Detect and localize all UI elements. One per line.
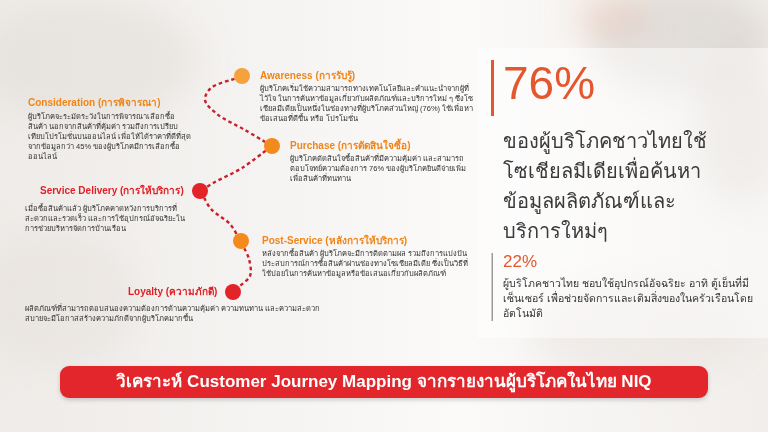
stat-percent: 22% [503,252,537,272]
journey-path [205,79,265,142]
stat-description: ผู้บริโภคชาวไทย ชอบใช้อุปกรณ์อัจฉริยะ อา… [503,276,753,321]
stage-description: ผู้บริโภคจะระมัดระวังในการพิจารณาเลือกซื… [28,112,193,162]
stat-description: ของผู้บริโภคชาวไทยใช้ โซเชียลมีเดียเพื่อ… [503,126,708,246]
stage-description: ผลิตภัณฑ์ที่สามารถตอบสนองความต้องการด้าน… [25,304,325,324]
stat-percent: 76% [503,58,595,108]
photo-blur [0,230,140,370]
journey-path [204,198,236,234]
stage-heading: Awareness (การรับรู้) [260,69,355,83]
photo-detail [570,0,650,35]
accent-bar [492,253,494,321]
stage-marker: Post-Service (หลังการให้บริการ)หลังจากซื… [233,233,249,249]
stage-marker: Service Delivery (การให้บริการ)เมื่อซื้อ… [192,183,208,199]
stage-heading: Post-Service (หลังการให้บริการ) [262,234,407,248]
stage-description: เมื่อซื้อสินค้าแล้ว ผู้บริโภคคาดหวังการบ… [25,204,190,234]
stage-marker: Purchase (การตัดสินใจซื้อ)ผู้บริโภคตัดสิ… [264,138,280,154]
journey-path [207,151,266,187]
stage-description: หลังจากซื้อสินค้า ผู้บริโภคจะมีการติดตาม… [262,249,474,279]
stage-heading: Consideration (การพิจารณา) [28,96,161,110]
title-banner: วิเคราะห์ Customer Journey Mapping จากรา… [60,366,708,398]
stage-heading: Purchase (การตัดสินใจซื้อ) [290,139,410,153]
stage-description: ผู้บริโภคเริ่มใช้ความสามารถทางเทคโนโลยีแ… [260,84,480,124]
stage-heading: Service Delivery (การให้บริการ) [40,184,184,198]
stage-description: ผู้บริโภคตัดสินใจซื้อสินค้าที่มีความคุ้ม… [290,154,468,184]
stage-marker: Loyalty (ความภักดี)ผลิตภัณฑ์ที่สามารถตอบ… [225,284,241,300]
photo-blur [0,0,200,120]
journey-path [239,248,251,286]
text-panel [478,48,768,338]
accent-bar [491,60,494,116]
stage-marker: Awareness (การรับรู้)ผู้บริโภคเริ่มใช้คว… [234,68,250,84]
stage-heading: Loyalty (ความภักดี) [128,285,217,299]
